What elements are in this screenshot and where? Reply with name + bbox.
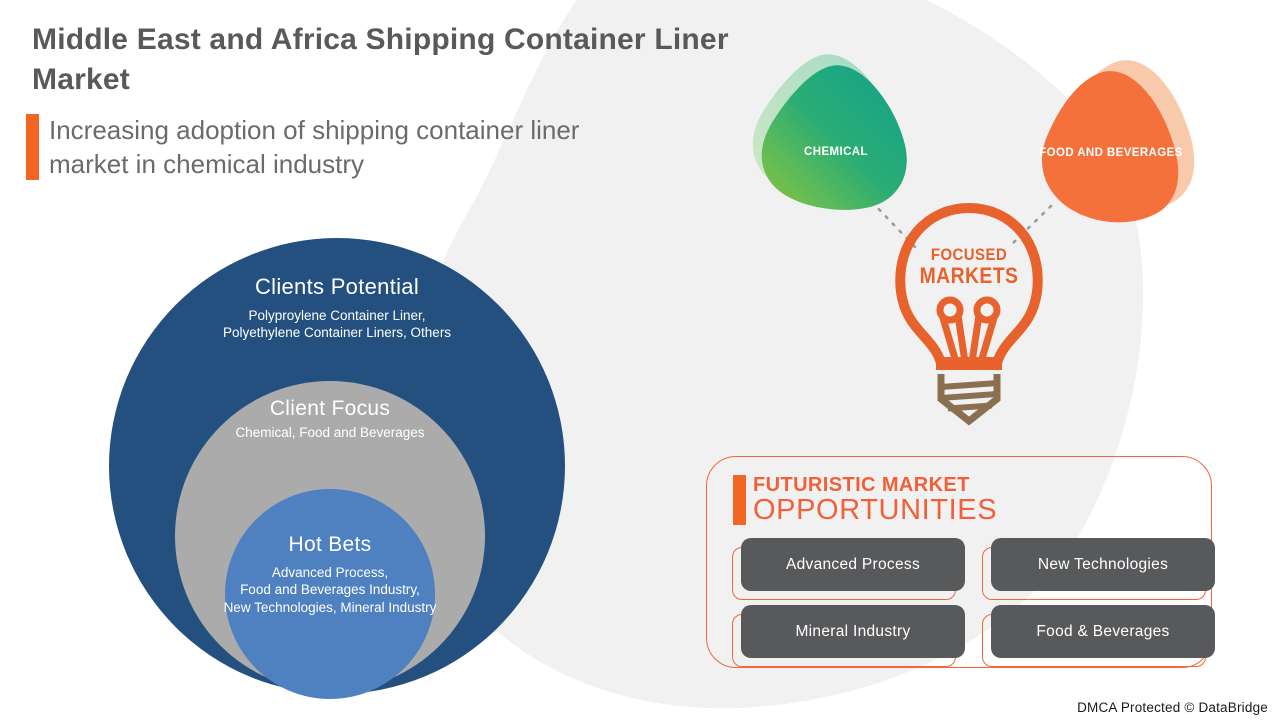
food-beverages-node-label: FOOD AND BEVERAGES	[1039, 147, 1183, 159]
venn-outer-items: Polyproylene Container Liner, Polyethyle…	[222, 308, 452, 341]
focused-markets-label-line2: MARKETS	[919, 263, 1019, 288]
focused-markets-label-line1: FOCUSED	[930, 245, 1008, 264]
page-subtitle: Increasing adoption of shipping containe…	[49, 115, 580, 179]
opportunity-chip-mineral-industry: Mineral Industry	[732, 605, 965, 667]
venn-inner-circle	[225, 489, 435, 699]
page-subtitle-block: Increasing adoption of shipping containe…	[26, 114, 659, 182]
opportunities-heading-line1: FUTURISTIC MARKET	[753, 474, 970, 496]
venn-outer-text: Clients Potential Polyproylene Container…	[162, 274, 512, 342]
opportunity-chip-new-technologies: New Technologies	[982, 538, 1215, 600]
chip-label: Advanced Process	[741, 538, 965, 591]
chip-label: Mineral Industry	[741, 605, 965, 658]
chip-label: Food & Beverages	[991, 605, 1215, 658]
page-title: Middle East and Africa Shipping Containe…	[32, 23, 729, 96]
dmca-copyright: DMCA Protected © DataBridge	[1077, 700, 1268, 715]
venn-inner-title: Hot Bets	[288, 533, 372, 556]
venn-outer-title: Clients Potential	[254, 274, 420, 299]
venn-middle-items: Chemical, Food and Beverages	[235, 425, 425, 440]
chip-label: New Technologies	[991, 538, 1215, 591]
subtitle-accent-bar	[26, 114, 39, 180]
lightbulb-icon	[895, 202, 1043, 426]
chemical-node-label: CHEMICAL	[804, 146, 868, 158]
connector-line-left	[870, 200, 919, 251]
chemical-node-shape	[752, 54, 907, 210]
opportunities-panel: FUTURISTIC MARKET OPPORTUNITIES Advanced…	[706, 456, 1215, 668]
opportunities-heading-line2: OPPORTUNITIES	[753, 494, 998, 526]
venn-inner-items: Advanced Process, Food and Beverages Ind…	[223, 565, 437, 615]
connector-line-right	[1007, 204, 1053, 249]
opportunity-chip-advanced-process: Advanced Process	[732, 538, 965, 600]
venn-middle-title: Client Focus	[269, 397, 391, 420]
opportunity-chip-food-beverages: Food & Beverages	[982, 605, 1215, 667]
food-beverages-node-shape	[1042, 60, 1195, 223]
venn-inner-text: Hot Bets Advanced Process, Food and Beve…	[180, 533, 480, 616]
venn-middle-text: Client Focus Chemical, Food and Beverage…	[180, 397, 480, 441]
opportunities-accent-bar	[733, 475, 746, 525]
opportunities-heading-block: FUTURISTIC MARKET OPPORTUNITIES	[733, 475, 997, 525]
